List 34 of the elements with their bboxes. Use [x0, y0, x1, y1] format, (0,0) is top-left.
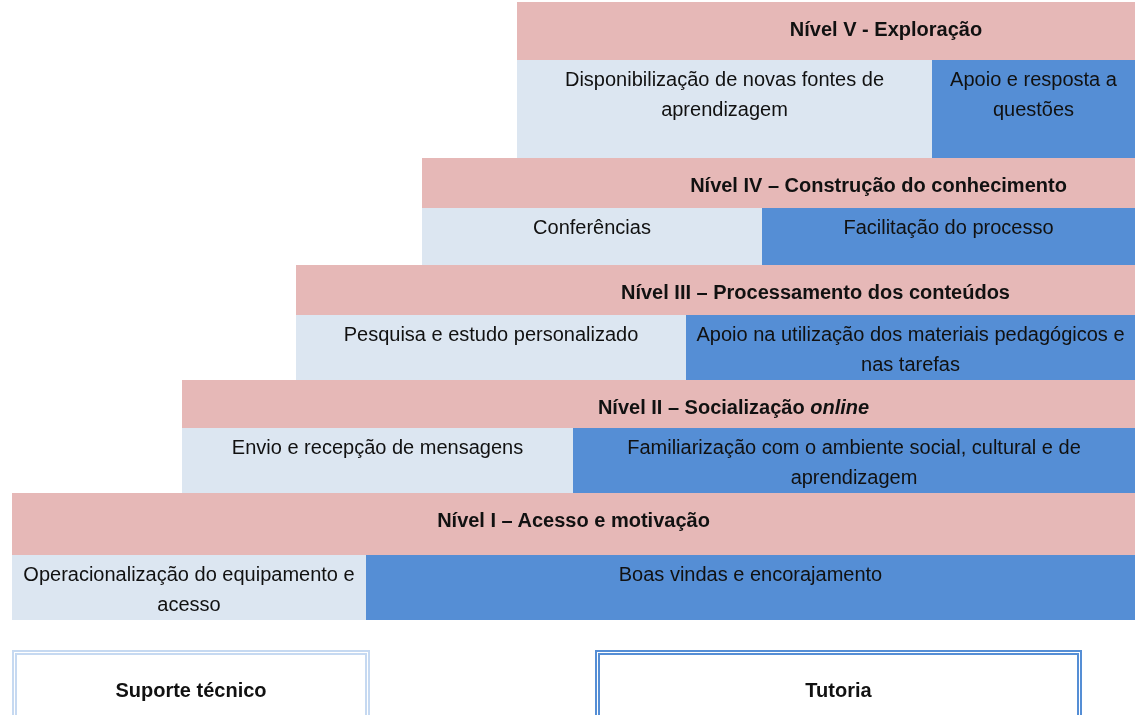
level-heading: Nível II – Socialização online — [597, 395, 870, 420]
activity-panel — [12, 555, 366, 620]
activity-text: Envio e recepção de mensagens — [231, 435, 524, 460]
level-band — [12, 493, 1135, 555]
legend-box — [595, 650, 1082, 715]
tutoring-text: Apoio na utilização dos materiais pedagógicos e nas tarefas — [696, 322, 1125, 377]
activity-text: Pesquisa e estudo personalizado — [343, 322, 639, 347]
tutoring-text: Apoio e resposta a questões — [949, 67, 1118, 122]
legend-box — [12, 650, 370, 715]
level-band — [422, 158, 1135, 208]
activity-panel — [182, 428, 573, 493]
level-heading: Nível V - Exploração — [789, 17, 983, 42]
activity-text: Disponibilização de novas fontes de aprendizagem — [563, 67, 886, 122]
level-heading: Nível IV – Construção do conhecimento — [690, 173, 1067, 198]
level-band — [182, 380, 1135, 428]
activity-text: Operacionalização do equipamento e acesso — [22, 562, 356, 617]
tutoring-panel — [573, 428, 1135, 493]
activity-panel — [517, 60, 932, 158]
tutoring-text: Facilitação do processo — [843, 215, 1054, 240]
level-band — [296, 265, 1135, 315]
tutoring-text: Familiarização com o ambiente social, cultural e de aprendizagem — [626, 435, 1082, 490]
tutoring-panel — [366, 555, 1135, 620]
activity-panel — [422, 208, 762, 265]
legend-text: Tutoria — [805, 678, 872, 703]
tutoring-panel — [932, 60, 1135, 158]
tutoring-text: Boas vindas e encorajamento — [618, 562, 883, 587]
activity-panel — [296, 315, 686, 380]
level-band — [517, 2, 1135, 60]
activity-text: Conferências — [533, 215, 651, 240]
tutoring-panel — [686, 315, 1135, 380]
level-heading: Nível I – Acesso e motivação — [437, 508, 710, 533]
level-heading: Nível III – Processamento dos conteúdos — [621, 280, 1010, 305]
legend-text: Suporte técnico — [115, 678, 267, 703]
tutoring-panel — [762, 208, 1135, 265]
